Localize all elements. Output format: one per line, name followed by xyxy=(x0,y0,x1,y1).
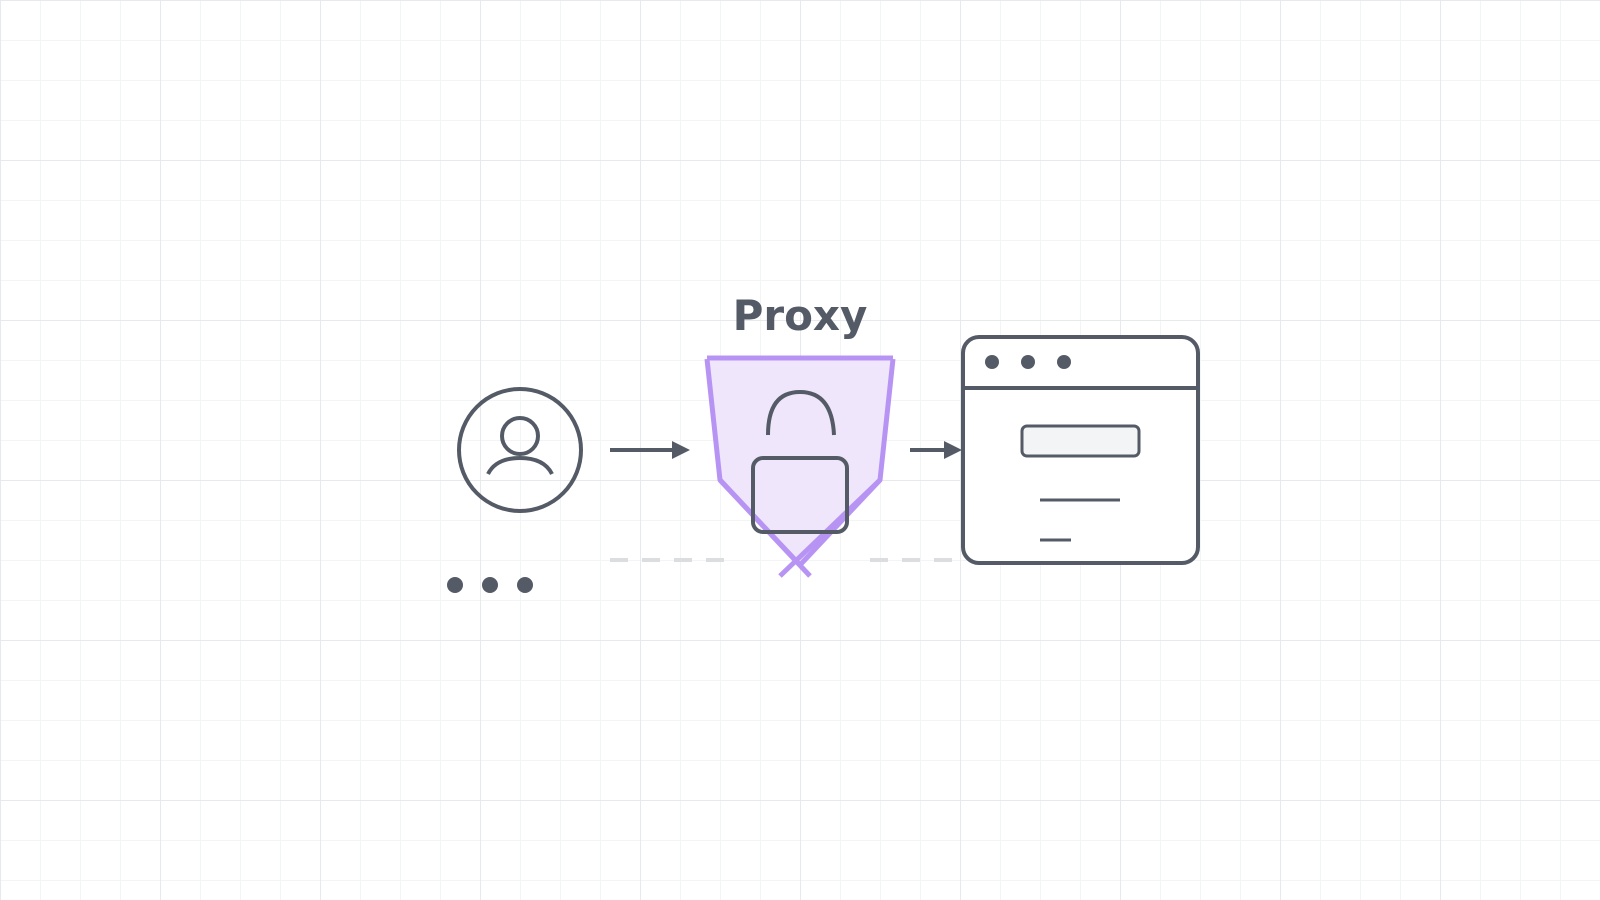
browser-input-field xyxy=(1020,424,1141,458)
proxy-title: Proxy xyxy=(733,291,868,340)
browser-window-icon xyxy=(961,335,1200,565)
arrow-right-icon xyxy=(610,441,690,459)
shield-lock-icon xyxy=(704,355,896,578)
lock-icon xyxy=(751,389,849,534)
arrow-right-icon xyxy=(910,441,962,459)
window-controls xyxy=(985,355,1071,369)
user-circle-icon xyxy=(457,387,583,513)
ellipsis-icon xyxy=(447,577,533,593)
